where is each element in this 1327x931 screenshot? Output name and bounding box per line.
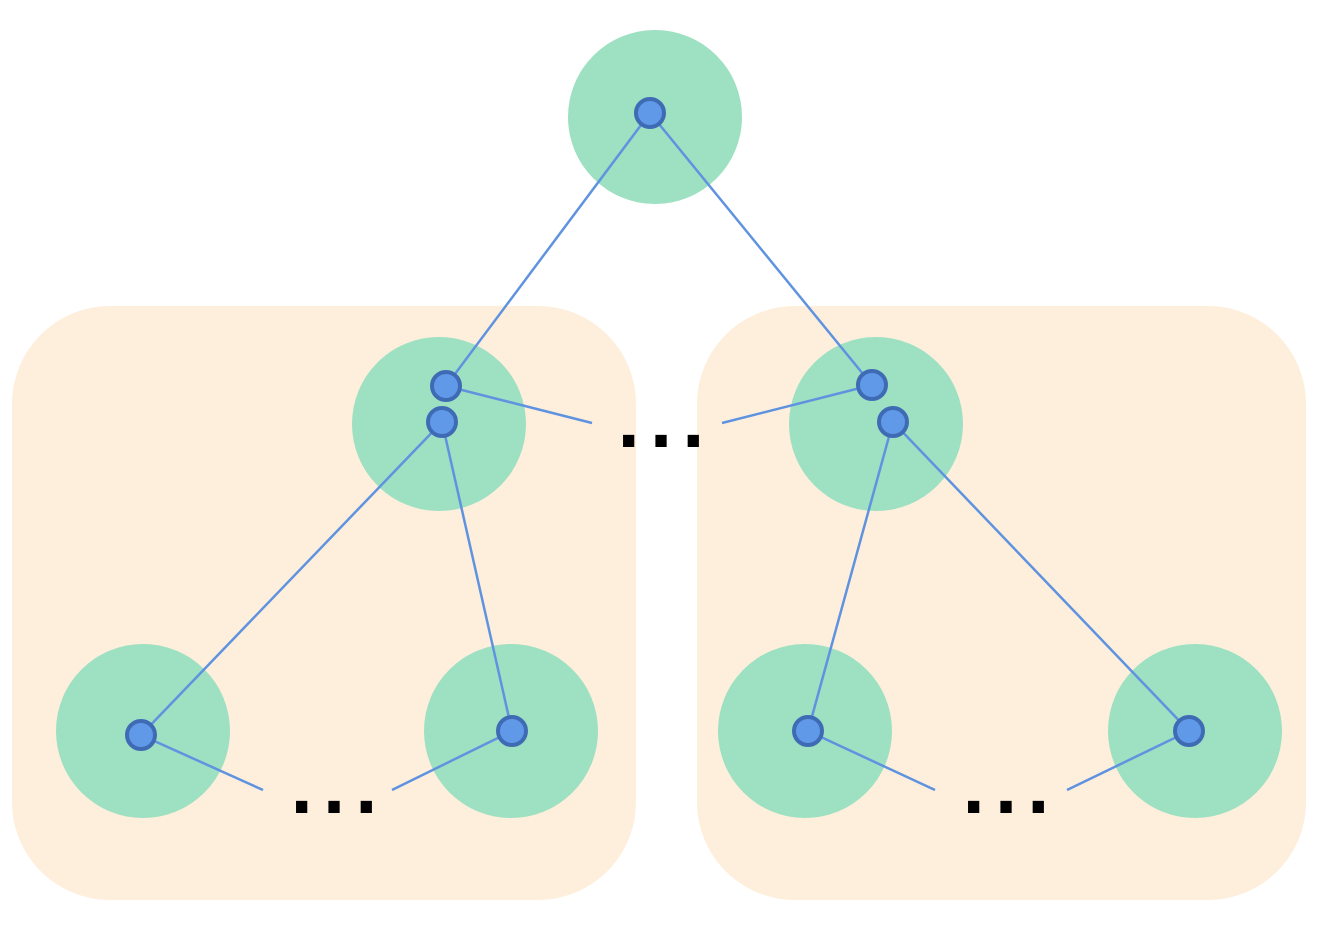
mid-level-ellipsis: ...	[617, 389, 714, 463]
left-mid-upper-node	[430, 370, 462, 402]
edge-left-mid-lower-node-to-left-bottom-right-node	[440, 420, 514, 733]
left-mid-lower-node	[426, 406, 458, 438]
right-mid-upper-node	[856, 369, 888, 401]
left-bottom-left-node	[125, 719, 157, 751]
edge-stub-right-mid-upper-node	[721, 383, 873, 425]
edge-root-node-to-left-mid-upper-node	[444, 111, 652, 388]
right-bottom-left-node	[792, 715, 824, 747]
edge-stub-left-mid-upper-node	[445, 384, 593, 425]
right-mid-cluster	[789, 337, 963, 511]
edge-stub-left-bottom-left-node	[140, 733, 264, 792]
edge-right-mid-lower-node-to-right-bottom-right-node	[891, 420, 1191, 733]
edge-stub-right-bottom-left-node	[807, 729, 936, 792]
left-bottom-right-node	[496, 715, 528, 747]
edge-left-mid-lower-node-to-left-bottom-left-node	[139, 420, 444, 737]
edge-stub-right-bottom-right-node	[1066, 729, 1190, 792]
edge-stub-left-bottom-right-node	[391, 729, 513, 792]
left-bottom-ellipsis: ...	[290, 755, 387, 829]
edge-right-mid-lower-node-to-right-bottom-left-node	[806, 420, 895, 733]
right-bottom-ellipsis: ...	[962, 755, 1059, 829]
right-mid-lower-node	[877, 406, 909, 438]
root-node	[634, 97, 666, 129]
right-bottom-right-node	[1173, 715, 1205, 747]
edge-root-node-to-right-mid-upper-node	[648, 111, 874, 387]
